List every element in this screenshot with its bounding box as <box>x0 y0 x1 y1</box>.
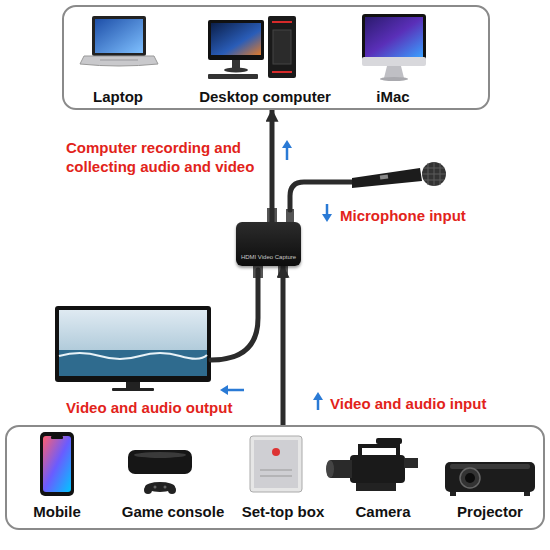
set-top-box-icon <box>250 436 302 492</box>
mobile-icon <box>40 432 74 496</box>
laptop-icon <box>80 16 158 66</box>
direction-arrow <box>313 392 323 400</box>
camera-icon <box>360 446 398 455</box>
projector-icon <box>524 492 530 496</box>
game-console-icon <box>154 486 157 489</box>
game-console-icon <box>128 450 192 494</box>
desktop-icon <box>208 20 264 60</box>
projector-icon <box>445 462 535 496</box>
desktop-icon <box>224 68 248 73</box>
capture-device: HDMI Video Capture <box>236 222 301 266</box>
camera-icon <box>376 438 402 444</box>
monitor-icon <box>112 388 154 391</box>
laptop-icon <box>92 16 146 56</box>
imac-icon <box>384 66 404 78</box>
direction-arrow <box>282 140 292 148</box>
projector-icon <box>450 464 530 469</box>
imac-icon <box>362 14 426 60</box>
monitor-icon <box>59 350 207 376</box>
camera-icon <box>356 483 396 491</box>
port-caption: Microphone input <box>340 206 466 225</box>
device-name: Projector <box>457 503 523 520</box>
direction-arrow <box>286 146 289 160</box>
imac-icon <box>362 14 426 81</box>
hdmi-cable <box>270 110 275 222</box>
cable-caption: Computer recording and collecting audio … <box>66 138 266 176</box>
projector-icon <box>465 473 475 483</box>
set-top-box-icon <box>260 470 292 471</box>
cable-caption: Video and audio input <box>330 394 486 413</box>
projector-icon <box>445 462 535 492</box>
port-caption: Video and audio output <box>66 398 232 417</box>
game-console-icon <box>128 450 192 474</box>
laptop-icon <box>80 56 158 66</box>
monitor-icon <box>55 306 211 382</box>
microphone-icon <box>352 168 422 188</box>
game-console-icon <box>168 486 176 494</box>
game-console-icon <box>164 486 167 489</box>
imac-icon <box>380 77 408 81</box>
desktop-icon <box>208 74 258 79</box>
computer-panel: Laptop Desktop computer iMac <box>62 5 490 110</box>
device-name: Set-top box <box>242 503 325 520</box>
direction-arrow <box>220 140 332 410</box>
camera-icon <box>404 458 418 468</box>
microphone-cable <box>290 182 356 210</box>
device-name: Camera <box>355 503 410 520</box>
device-name: Desktop computer <box>199 88 331 105</box>
imac-icon <box>362 57 426 66</box>
microphone-icon <box>352 162 446 188</box>
monitor-icon <box>59 310 207 376</box>
desktop-icon <box>208 16 296 79</box>
game-console-icon <box>144 486 152 494</box>
desktop-icon <box>268 16 296 78</box>
device-name: Mobile <box>33 503 81 520</box>
camera-icon <box>326 460 334 478</box>
monitor-icon <box>59 353 207 359</box>
mobile-icon <box>43 436 71 492</box>
mobile-icon <box>40 432 74 496</box>
set-top-box-icon <box>250 436 302 492</box>
projector-icon <box>460 468 480 488</box>
device-name: Laptop <box>93 88 143 105</box>
direction-arrow <box>322 214 332 222</box>
desktop-icon <box>273 30 291 64</box>
camera-icon <box>326 438 418 491</box>
monitor-icon <box>55 306 211 391</box>
set-top-box-icon <box>260 476 292 477</box>
device-name: Game console <box>122 503 225 520</box>
game-console-icon <box>134 452 186 458</box>
monitor-cable <box>211 270 258 360</box>
device-name: iMac <box>376 88 409 105</box>
imac-icon <box>365 17 423 57</box>
projector-icon <box>450 492 456 496</box>
camera-icon <box>350 455 405 483</box>
mobile-icon <box>51 436 63 439</box>
microphone-icon <box>422 162 446 186</box>
desktop-icon <box>272 21 292 23</box>
hdmi-cable <box>281 266 286 425</box>
direction-arrow <box>226 389 244 392</box>
set-top-box-icon <box>254 440 298 488</box>
laptop-icon <box>100 60 138 61</box>
microphone-icon <box>422 162 446 186</box>
source-panel: Mobile Game console Set-top box Camera Proje… <box>5 425 545 530</box>
microphone-icon <box>380 174 388 179</box>
device-label: HDMI Video Capture <box>241 254 296 261</box>
direction-arrow <box>220 385 228 395</box>
monitor-icon <box>126 382 140 388</box>
set-top-box-icon <box>272 448 280 456</box>
desktop-icon <box>272 71 292 73</box>
monitor-cable <box>211 270 258 360</box>
laptop-icon <box>95 19 143 53</box>
desktop-icon <box>211 23 261 55</box>
